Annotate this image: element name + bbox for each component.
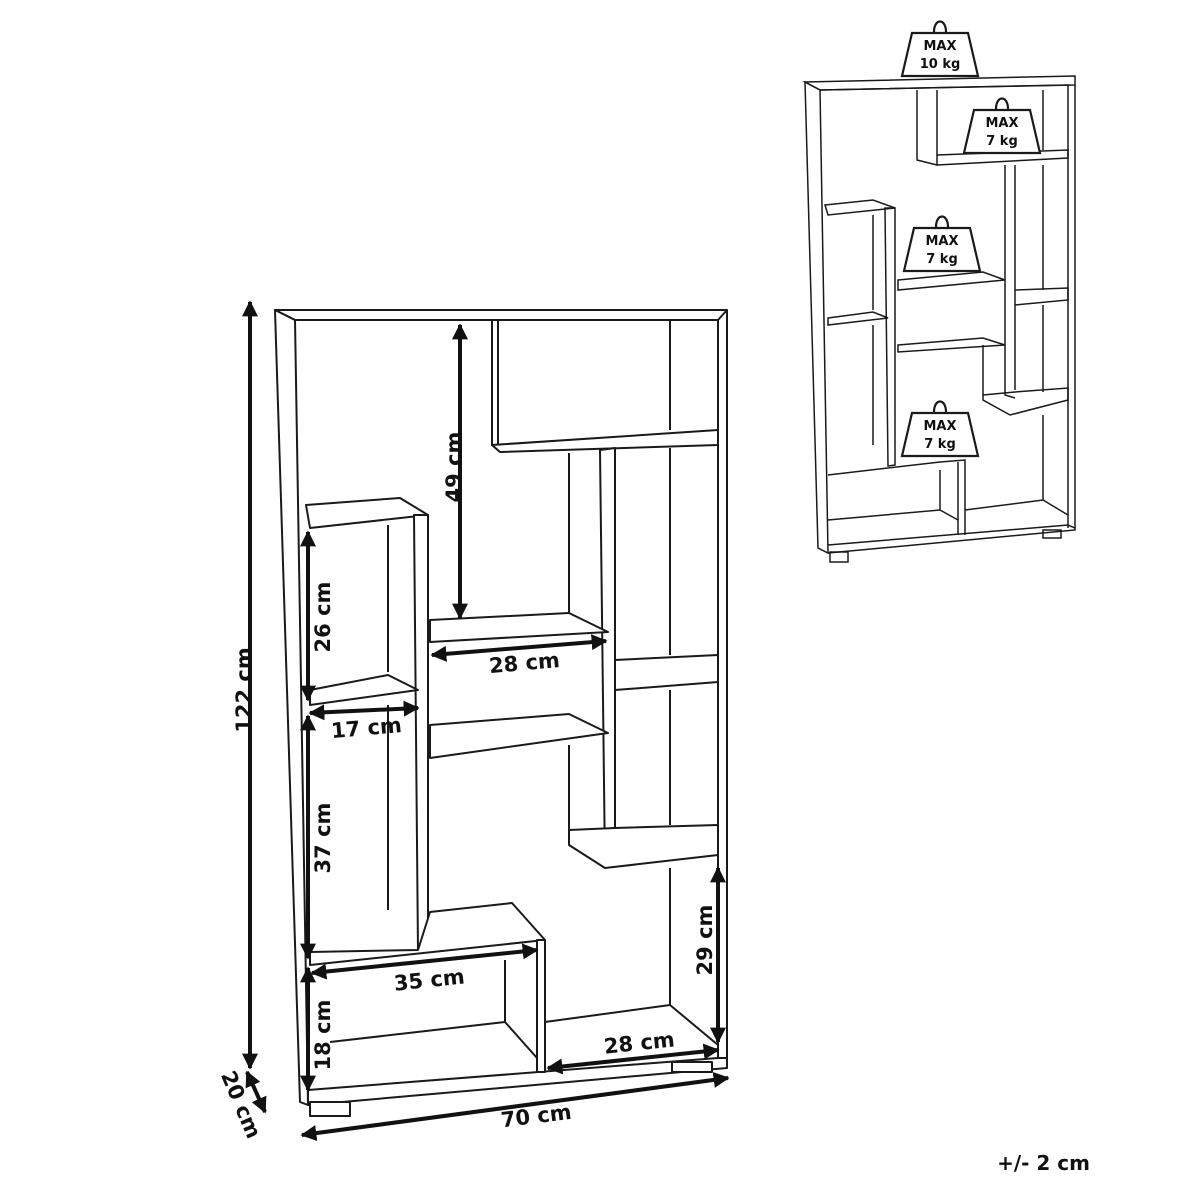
left-upper-width-arrow bbox=[308, 700, 420, 721]
weight-label: MAX bbox=[985, 116, 1018, 131]
weight-7kg-middle: MAX 7 kg bbox=[902, 215, 982, 273]
weight-7kg-lower: MAX 7 kg bbox=[900, 400, 980, 458]
weight-value: 7 kg bbox=[924, 437, 956, 452]
center-shelf-width-label: 28 cm bbox=[488, 648, 561, 678]
width-label: 70 cm bbox=[500, 1100, 573, 1132]
depth-label: 20 cm bbox=[216, 1067, 266, 1142]
load-capacity-bookshelf bbox=[802, 75, 1076, 563]
weight-label: MAX bbox=[923, 419, 956, 434]
tolerance-note: +/- 2 cm bbox=[997, 1151, 1090, 1175]
height-label: 122 cm bbox=[232, 647, 256, 732]
left-upper-opening-label: 26 cm bbox=[311, 582, 335, 653]
main-bookshelf bbox=[274, 309, 728, 1117]
bottom-left-width-label: 35 cm bbox=[393, 964, 466, 995]
left-upper-width-label: 17 cm bbox=[330, 713, 403, 743]
dimension-lines bbox=[242, 300, 730, 1142]
top-opening-label: 49 cm bbox=[442, 432, 466, 503]
bottom-left-opening-label: 18 cm bbox=[311, 1000, 335, 1071]
depth-arrow bbox=[245, 1070, 267, 1114]
width-arrow bbox=[300, 1071, 730, 1142]
bottom-right-width-arrow bbox=[546, 1043, 720, 1075]
left-middle-opening-label: 37 cm bbox=[311, 803, 335, 874]
weight-label: MAX bbox=[925, 234, 958, 249]
bottom-right-opening-label: 29 cm bbox=[693, 905, 717, 976]
weight-value: 7 kg bbox=[926, 252, 958, 267]
weight-10kg-top: MAX 10 kg bbox=[900, 20, 980, 78]
weight-7kg-upper: MAX 7 kg bbox=[962, 97, 1042, 155]
bottom-left-width-arrow bbox=[310, 943, 539, 980]
weight-value: 10 kg bbox=[920, 57, 961, 72]
weight-label: MAX bbox=[923, 39, 956, 54]
center-shelf-width-arrow bbox=[430, 634, 608, 662]
weight-value: 7 kg bbox=[986, 134, 1018, 149]
